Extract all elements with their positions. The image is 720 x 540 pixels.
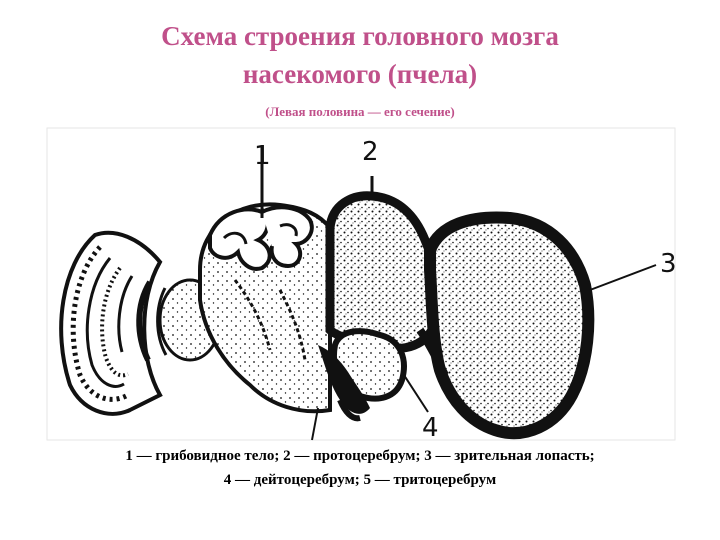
left-protocerebrum-section [200, 204, 330, 411]
label-4: 4 [422, 413, 439, 443]
optic-lobe [420, 217, 588, 433]
caption-line-1: 1 — грибовидное тело; 2 — протоцеребрум;… [0, 444, 720, 468]
leader-line-4 [402, 372, 428, 412]
label-3: 3 [660, 249, 677, 279]
leader-line-3 [590, 265, 656, 290]
protocerebrum [330, 196, 437, 349]
label-1: 1 [254, 141, 271, 171]
label-2: 2 [362, 137, 379, 167]
left-optic-lobe [61, 233, 220, 414]
caption-line-2: 4 — дейтоцеребрум; 5 — тритоцеребрум [0, 468, 720, 492]
figure-caption: 1 — грибовидное тело; 2 — протоцеребрум;… [0, 444, 720, 492]
